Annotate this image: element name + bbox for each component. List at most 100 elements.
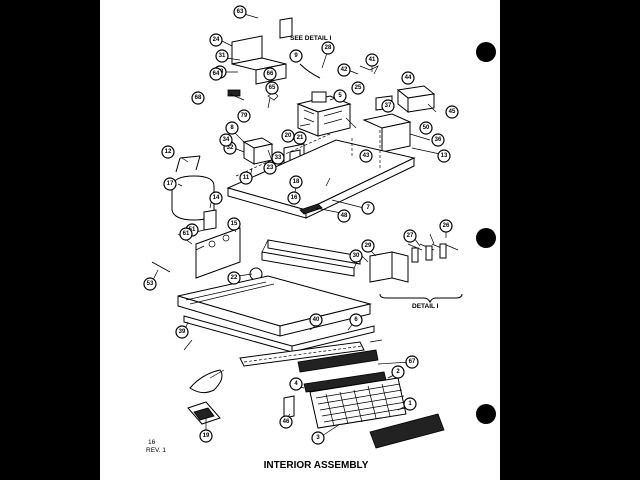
svg-text:25: 25 [355, 85, 362, 91]
callout-17: 17 [163, 177, 177, 191]
svg-text:26: 26 [443, 223, 450, 229]
callout-9: 9 [289, 49, 303, 63]
svg-text:40: 40 [313, 317, 320, 323]
svg-text:5: 5 [338, 93, 342, 99]
svg-text:44: 44 [405, 75, 412, 81]
svg-text:67: 67 [409, 359, 416, 365]
revision-label: REV. 1 [146, 447, 166, 454]
callout-43: 43 [359, 149, 373, 163]
relay-bracket-assembly [359, 65, 436, 153]
callout-34: 34 [219, 133, 233, 147]
svg-text:61: 61 [183, 231, 190, 237]
callout-39: 39 [175, 325, 189, 339]
grille-parts [283, 349, 445, 449]
callout-27: 27 [403, 229, 417, 243]
callout-2: 2 [391, 365, 405, 379]
callout-6: 6 [349, 313, 363, 327]
binder-hole-top [476, 42, 496, 62]
svg-text:18: 18 [293, 179, 300, 185]
side-panel [151, 227, 263, 281]
svg-text:63: 63 [237, 9, 244, 15]
callout-42: 42 [337, 63, 351, 77]
callout-4: 4 [289, 377, 303, 391]
callout-37: 37 [381, 99, 395, 113]
callout-44: 44 [401, 71, 415, 85]
callout-46: 46 [279, 415, 293, 429]
callout-67: 67 [405, 355, 419, 369]
base-pan [177, 275, 375, 367]
callout-25: 25 [351, 81, 365, 95]
callout-24: 24 [209, 33, 223, 47]
svg-text:48: 48 [341, 213, 348, 219]
callout-15: 15 [227, 217, 241, 231]
svg-text:53: 53 [147, 281, 154, 287]
callout-1: 1 [403, 397, 417, 411]
svg-text:43: 43 [363, 153, 370, 159]
transformer-assembly [296, 63, 352, 137]
lower-left-parts [187, 369, 223, 425]
svg-text:79: 79 [241, 113, 248, 119]
callout-12: 12 [161, 145, 175, 159]
callout-11: 11 [239, 171, 253, 185]
svg-text:64: 64 [213, 71, 220, 77]
detail-reference-label: SEE DETAIL I [290, 35, 331, 42]
callout-53: 53 [143, 277, 157, 291]
svg-text:34: 34 [223, 137, 230, 143]
callout-66: 66 [263, 67, 277, 81]
svg-text:16: 16 [291, 195, 298, 201]
svg-text:31: 31 [219, 53, 226, 59]
top-bracket-group [227, 17, 293, 101]
svg-text:45: 45 [449, 109, 456, 115]
callout-8: 8 [225, 121, 239, 135]
svg-text:29: 29 [365, 243, 372, 249]
callout-3: 3 [311, 431, 325, 445]
svg-text:19: 19 [203, 433, 210, 439]
svg-text:32: 32 [227, 145, 234, 151]
svg-text:65: 65 [269, 85, 276, 91]
diagram-title: INTERIOR ASSEMBLY [264, 460, 369, 471]
callout-79: 79 [237, 109, 251, 123]
svg-text:46: 46 [283, 419, 290, 425]
callout-20: 20 [281, 129, 295, 143]
callout-40: 40 [309, 313, 323, 327]
callout-68: 68 [191, 91, 205, 105]
callout-36: 36 [431, 133, 445, 147]
callout-21: 21 [293, 131, 307, 145]
callout-45: 45 [445, 105, 459, 119]
drawing-sheet [100, 0, 500, 480]
svg-text:50: 50 [423, 125, 430, 131]
svg-text:4: 4 [294, 381, 298, 387]
callout-48: 48 [337, 209, 351, 223]
svg-text:66: 66 [267, 71, 274, 77]
svg-text:37: 37 [385, 103, 392, 109]
svg-text:8: 8 [230, 125, 234, 131]
svg-text:14: 14 [213, 195, 220, 201]
callout-29: 29 [361, 239, 375, 253]
callout-13: 13 [437, 149, 451, 163]
svg-text:42: 42 [341, 67, 348, 73]
callout-26: 26 [439, 219, 453, 233]
svg-text:28: 28 [325, 45, 332, 51]
svg-text:41: 41 [369, 57, 376, 63]
svg-text:24: 24 [213, 37, 220, 43]
callout-31: 31 [215, 49, 229, 63]
detail-label: DETAIL I [412, 303, 439, 310]
binder-hole-bottom [476, 404, 496, 424]
svg-text:17: 17 [167, 181, 174, 187]
page-number: 16 [148, 439, 156, 446]
svg-text:1: 1 [408, 401, 412, 407]
callout-18: 18 [289, 175, 303, 189]
svg-text:3: 3 [316, 435, 320, 441]
svg-text:68: 68 [195, 95, 202, 101]
callout-30: 30 [349, 249, 363, 263]
svg-text:11: 11 [243, 175, 250, 181]
svg-text:33: 33 [275, 155, 282, 161]
svg-text:39: 39 [179, 329, 186, 335]
svg-text:12: 12 [165, 149, 172, 155]
callout-64: 64 [209, 67, 223, 81]
callout-50: 50 [419, 121, 433, 135]
callout-65: 65 [265, 81, 279, 95]
callout-22: 22 [227, 271, 241, 285]
callout-41: 41 [365, 53, 379, 67]
